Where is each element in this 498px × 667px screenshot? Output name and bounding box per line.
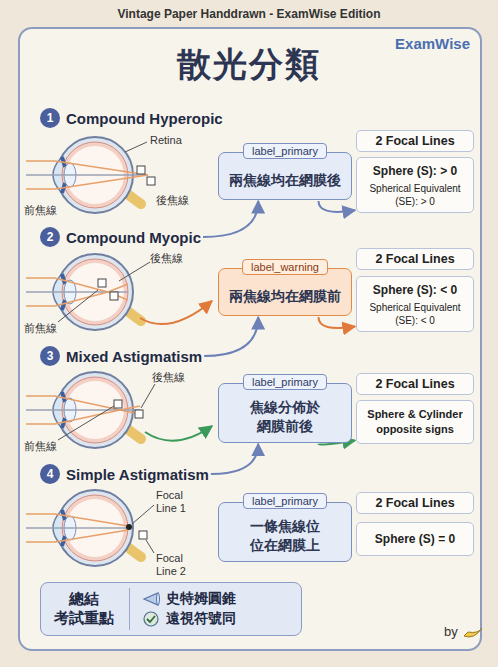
connector-arrow — [211, 444, 258, 474]
info-text: Sphere (S): < 0 — [373, 283, 457, 297]
info-header-box: 2 Focal Lines — [356, 492, 474, 514]
info-text: Sphere & Cylinder opposite signs — [360, 407, 470, 437]
part-label: 後焦線 — [152, 371, 196, 384]
connector-arrow — [203, 201, 258, 237]
part-label: 前焦線 — [24, 322, 68, 335]
part-label: 前焦線 — [24, 440, 68, 453]
section-title: Simple Astigmatism — [66, 466, 209, 483]
connector-arrow — [204, 317, 258, 356]
info-text: Spherical Equivalent (SE): < 0 — [360, 302, 470, 327]
label-tab: label_warning — [242, 259, 328, 275]
summary-item: 遠視符號同 — [142, 610, 236, 628]
eye-myopic — [26, 254, 212, 330]
summary-text: 遠視符號同 — [166, 610, 236, 628]
part-label: Focal Line 1 — [156, 489, 198, 515]
part-label: Retina — [150, 134, 200, 147]
info-header: 2 Focal Lines — [361, 252, 469, 266]
label-box: label_primary一條焦線位 位在網膜上 — [218, 502, 352, 562]
label-tab: label_primary — [243, 374, 327, 390]
label-box: label_primary兩焦線均在網膜後 — [218, 152, 352, 200]
connector-arrow — [319, 317, 356, 328]
summary-title: 總結 考試重點 — [51, 590, 117, 628]
info-header-box: 2 Focal Lines — [356, 248, 474, 270]
section-heading: 2 Compound Myopic — [40, 227, 201, 247]
banana-icon — [464, 628, 482, 637]
section-heading: 4 Simple Astigmatism — [40, 464, 209, 484]
info-text: Spherical Equivalent (SE): > 0 — [360, 183, 470, 208]
info-detail-box: Sphere (S): > 0 Spherical Equivalent (SE)… — [356, 157, 474, 213]
summary-text: 史特姆圓錐 — [166, 590, 236, 608]
eye-simple — [26, 490, 154, 566]
info-detail-box: Sphere (S): < 0 Spherical Equivalent (SE)… — [356, 276, 474, 332]
cone-icon — [142, 591, 160, 607]
section-title: Compound Myopic — [66, 229, 201, 246]
label-text: 兩焦線均在網膜後 — [229, 171, 341, 190]
summary-panel: 總結 考試重點史特姆圓錐遠視符號同 — [40, 582, 302, 636]
label-tab: label_primary — [243, 143, 327, 159]
divider — [129, 588, 130, 630]
section-title: Mixed Astigmatism — [66, 348, 202, 365]
signature: by — [444, 624, 464, 640]
part-label: 後焦線 — [150, 252, 194, 265]
info-text: Sphere (S) = 0 — [375, 532, 455, 546]
part-label: Focal Line 2 — [156, 552, 198, 578]
eye-mixed — [26, 372, 212, 448]
part-label: 後焦線 — [156, 194, 200, 207]
check-icon — [142, 611, 160, 627]
brand-mark: ExamWise — [372, 35, 470, 53]
label-text: 焦線分佈於 網膜前後 — [247, 398, 323, 436]
summary-items: 史特姆圓錐遠視符號同 — [142, 589, 236, 629]
label-text: 一條焦線位 位在網膜上 — [247, 517, 323, 555]
section-heading: 3 Mixed Astigmatism — [40, 346, 202, 366]
label-text: 兩焦線均在網膜前 — [229, 287, 341, 306]
info-detail-box: Sphere (S) = 0 — [356, 522, 474, 556]
info-header: 2 Focal Lines — [361, 377, 469, 391]
section-title: Compound Hyperopic — [66, 110, 223, 127]
summary-item: 史特姆圓錐 — [142, 590, 236, 608]
eye-hyperopic — [26, 137, 155, 213]
callout-number: 3 — [40, 346, 60, 366]
section-heading: 1 Compound Hyperopic — [40, 108, 223, 128]
info-header: 2 Focal Lines — [361, 134, 469, 148]
info-header-box: 2 Focal Lines — [356, 130, 474, 152]
label-box: label_primary焦線分佈於 網膜前後 — [218, 383, 352, 443]
connector-arrow — [319, 201, 356, 212]
header-note: Vintage Paper Handdrawn - ExamWise Editi… — [0, 7, 498, 21]
info-header-box: 2 Focal Lines — [356, 373, 474, 395]
callout-number: 4 — [40, 464, 60, 484]
label-tab: label_primary — [243, 493, 327, 509]
info-header: 2 Focal Lines — [361, 496, 469, 510]
info-detail-box: Sphere & Cylinder opposite signs — [356, 400, 474, 444]
callout-number: 2 — [40, 227, 60, 247]
callout-number: 1 — [40, 108, 60, 128]
info-text: Sphere (S): > 0 — [373, 164, 457, 178]
label-box: label_warning兩焦線均在網膜前 — [218, 268, 352, 316]
part-label: 前焦線 — [24, 204, 68, 217]
